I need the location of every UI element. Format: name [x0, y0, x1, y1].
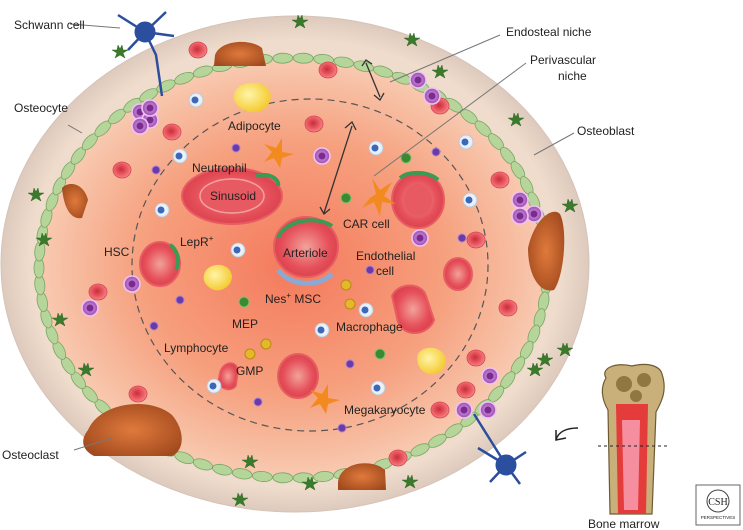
label-niche: niche [558, 69, 587, 83]
vessels [139, 167, 473, 399]
label-arteriole: Arteriole [283, 246, 328, 260]
label-megakaryocyte: Megakaryocyte [344, 403, 426, 417]
label-perivascular: Perivascular [530, 53, 596, 67]
csh-logo: CSH PERSPECTIVES [695, 484, 741, 526]
label-gmp: GMP [236, 364, 263, 378]
osteoblast-lining [33, 52, 553, 484]
car-cells [264, 138, 396, 414]
label-osteoclast: Osteoclast [2, 448, 59, 462]
leader-lines [67, 23, 575, 451]
label-sinusoid: Sinusoid [210, 189, 256, 203]
label-car-cell: CAR cell [343, 217, 390, 231]
osteoblast-cell [313, 471, 334, 482]
label-nes-msc: Nes+ MSC [265, 291, 321, 306]
osteoblast-cell [272, 52, 294, 64]
logo-line1: CSH [708, 497, 727, 508]
small-cells [149, 143, 467, 433]
label-osteocyte: Osteocyte [14, 101, 68, 115]
label-macrophage: Macrophage [336, 320, 403, 334]
bone-schematic [555, 363, 670, 515]
label-bone-marrow: Bone marrow [588, 517, 660, 530]
label-hsc: HSC [104, 245, 130, 259]
label-endothelial: Endothelial [356, 249, 415, 263]
label-neutrophil: Neutrophil [192, 161, 247, 175]
schwann-cell-bottom [472, 413, 527, 485]
label-lepr: LepR+ [180, 234, 214, 249]
label-lymphocyte: Lymphocyte [164, 341, 229, 355]
label-adipocyte: Adipocyte [228, 119, 281, 133]
label-mep: MEP [232, 317, 258, 331]
label-schwann-cell: Schwann cell [14, 18, 85, 32]
label-endothelial-cell: cell [376, 264, 394, 278]
logo-line2: PERSPECTIVES [701, 515, 736, 520]
osteoblast-cell [292, 52, 314, 64]
label-endosteal-niche: Endosteal niche [506, 25, 592, 39]
arrows [319, 59, 385, 215]
label-osteoblast: Osteoblast [577, 124, 635, 138]
perivascular-boundary [131, 98, 489, 432]
adipocytes [203, 82, 446, 375]
schwann-cell-top [117, 11, 175, 97]
osteoblast-cell [272, 472, 294, 484]
labels: Schwann cell Osteocyte Osteoclast Osteob… [2, 18, 660, 530]
osteoclasts [62, 41, 565, 490]
